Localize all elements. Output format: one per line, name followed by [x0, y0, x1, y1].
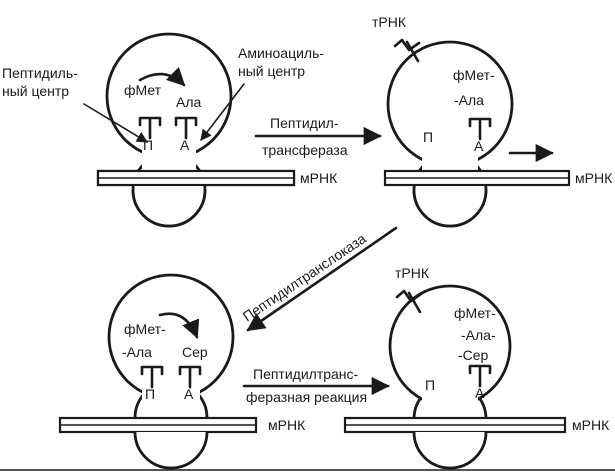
p-site-label: П — [143, 137, 153, 153]
p-site-label: П — [423, 129, 433, 145]
p-site-label: П — [145, 386, 155, 402]
mrna-label: мРНК — [572, 417, 610, 433]
mrna-label: мРНК — [300, 170, 338, 186]
aminoacyl-center-label-line1: Аминоациль- — [238, 45, 324, 61]
trna-a-site: А — [468, 364, 492, 401]
a-site-label: А — [180, 137, 190, 153]
trna-a-site: А — [468, 117, 492, 154]
panel-after-translocation: фМет- -Ала Сер П А мРНК — [58, 273, 306, 470]
transfer-arrow — [158, 312, 200, 339]
ala-label: -Ала- — [461, 327, 496, 343]
step1-label-line1: Пептидил- — [270, 115, 339, 131]
fmet-label: фМет- — [454, 305, 496, 321]
step1-label-line2: трансфераза — [262, 142, 348, 158]
peptidyl-center-label-line2: ный центр — [2, 83, 69, 99]
a-site-label: А — [475, 385, 485, 401]
peptidyl-center-pointer — [83, 103, 148, 143]
aminoacyl-center-pointer — [200, 83, 245, 141]
panel-initial: фМет Ала П А Пептидиль- ный центр Аминоа… — [2, 32, 338, 228]
fmet-label: фМет- — [124, 321, 166, 337]
ala-label: -Ала — [454, 92, 484, 108]
step-peptidyl-transferase: Пептидил- трансфераза — [254, 115, 382, 158]
mrna-label: мРНК — [575, 170, 613, 186]
a-site-label: А — [184, 386, 194, 402]
ser-label: Сер — [182, 344, 208, 360]
fmet-label: фМет — [124, 82, 162, 98]
large-subunit — [388, 284, 512, 408]
step-peptidyl-transfer-reaction: Пептидилтранс- феразная реакция — [242, 366, 390, 405]
released-trna — [395, 289, 423, 314]
step3-label-line1: Пептидилтранс- — [253, 366, 359, 382]
panel-final: тРНК фМет- -Ала- -Сер А П мРНК — [343, 265, 610, 470]
mrna-label: мРНК — [268, 417, 306, 433]
p-site-label: П — [425, 377, 435, 393]
step3-label-line2: феразная реакция — [246, 389, 367, 405]
trna-a-site: А — [178, 365, 202, 402]
step2-arrow — [246, 226, 398, 332]
panel-after-transfer: тРНК фМет- -Ала А П мРНК — [372, 14, 613, 228]
large-subunit — [386, 40, 514, 168]
a-site-label: А — [474, 138, 484, 154]
released-trna — [393, 38, 421, 63]
step2-label: Пептидилтранслоказа — [240, 230, 369, 324]
aminoacyl-center-label-line2: ный центр — [238, 63, 305, 79]
fmet-label: фМет- — [453, 67, 495, 83]
large-subunit — [107, 273, 235, 401]
trna-label: тРНК — [372, 14, 407, 30]
ser-label: -Сер — [458, 347, 489, 363]
trna-p-site: П — [140, 365, 164, 402]
ala-label: Ала — [176, 94, 202, 110]
trna-label: тРНК — [395, 265, 430, 281]
ala-label: -Ала — [122, 344, 152, 360]
peptidyl-center-label-line1: Пептидиль- — [2, 65, 78, 81]
trna-p-site: П — [138, 116, 162, 153]
trna-a-site: А — [174, 116, 198, 153]
step-translocase: Пептидилтранслоказа — [240, 226, 398, 332]
transfer-arrow — [138, 66, 186, 87]
